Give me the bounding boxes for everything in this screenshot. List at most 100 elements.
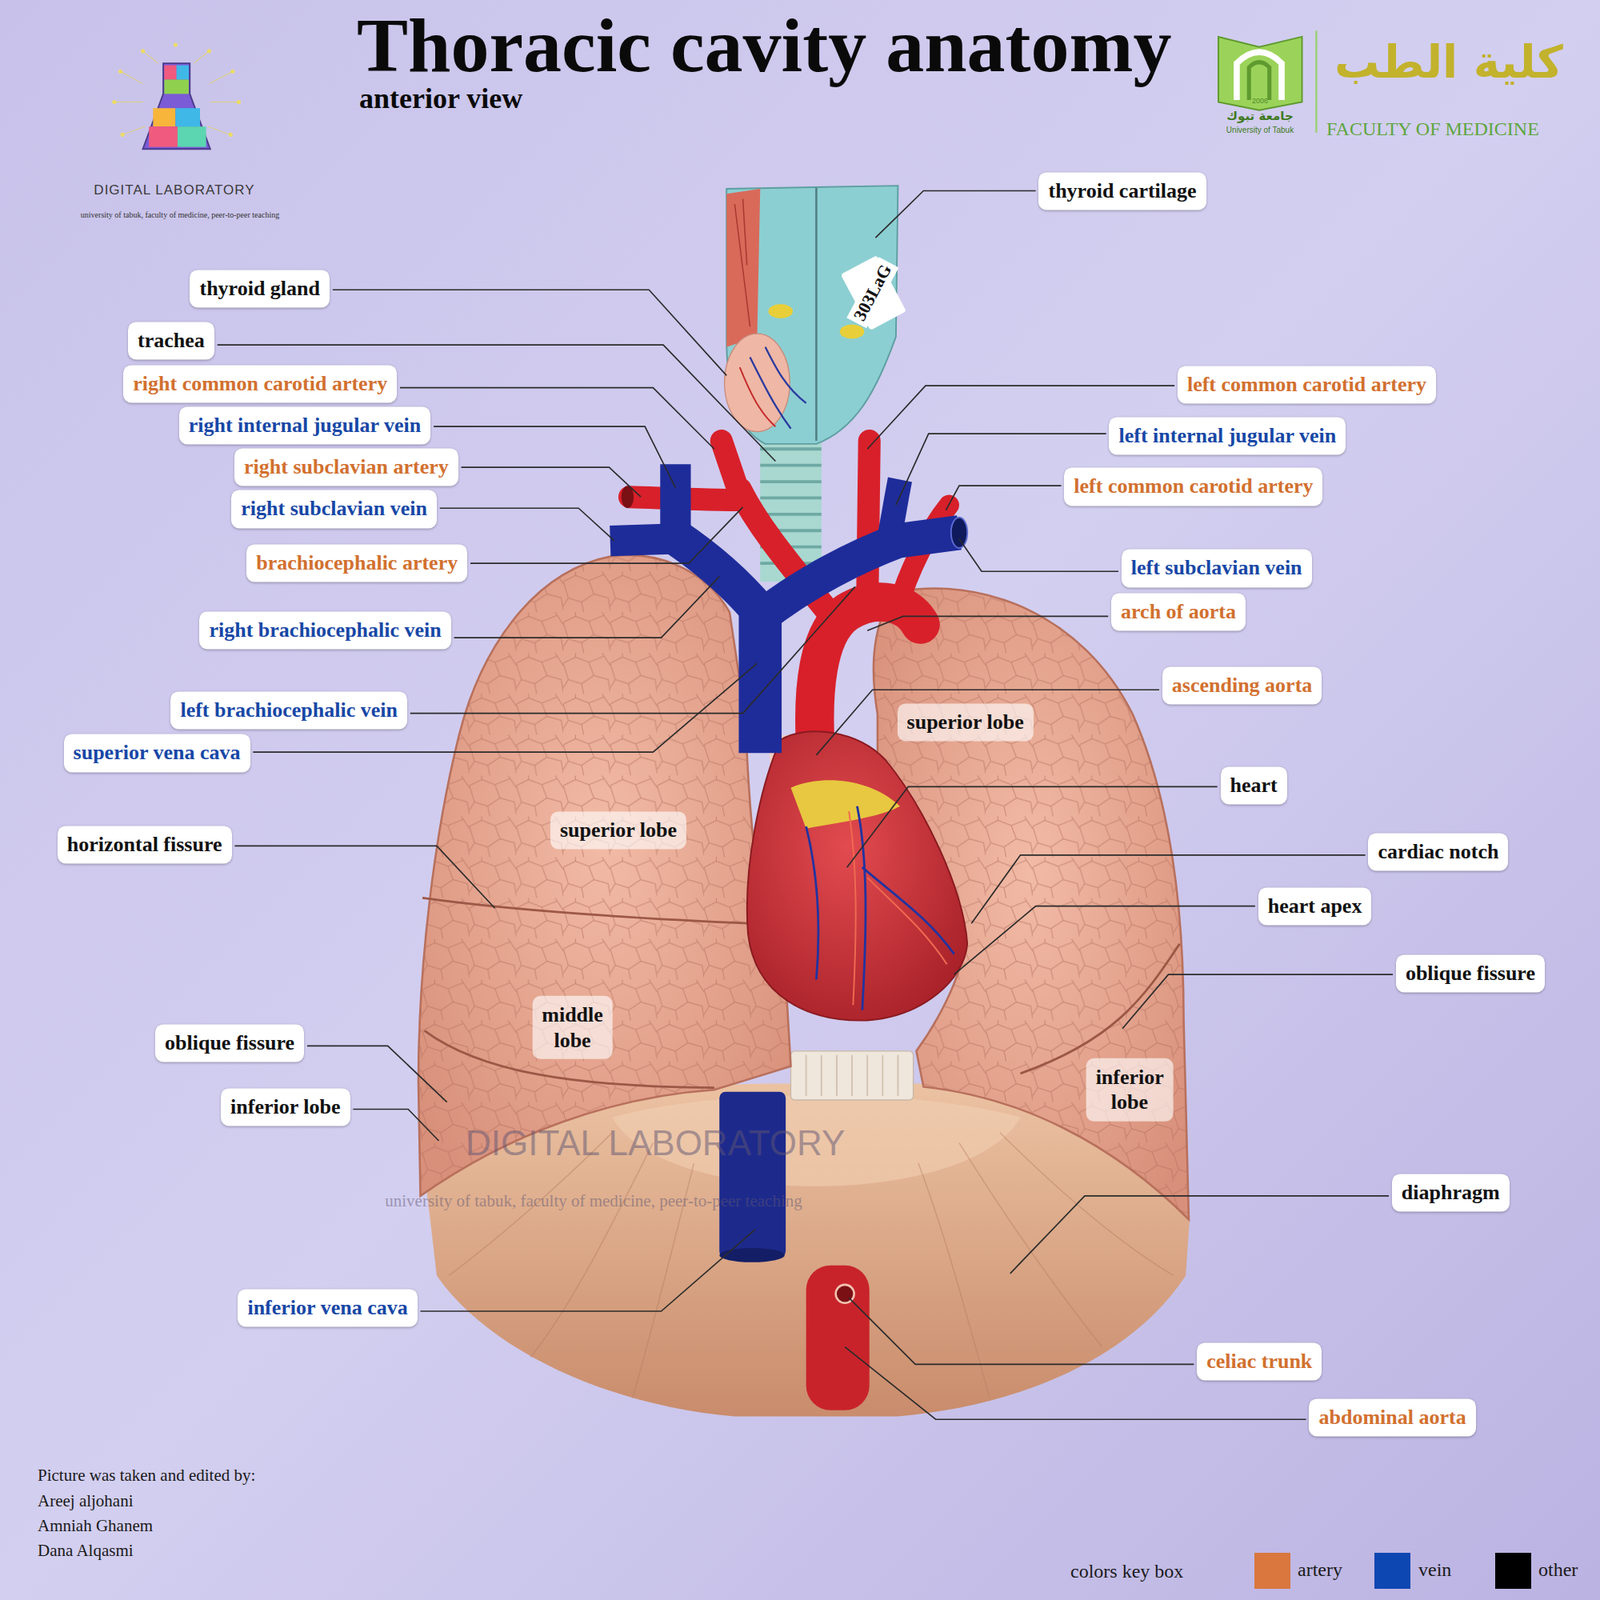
anatomy-label-box: oblique fissure [155, 1024, 304, 1062]
flask-logo-part [148, 126, 178, 148]
university-name: University of Tabuk [1226, 125, 1294, 136]
leader-lines-part [470, 507, 744, 564]
anatomy-label-box: diaphragm [1392, 1173, 1510, 1212]
heart-part-part [856, 806, 866, 1011]
larynx-trachea-part [840, 324, 865, 340]
larynx-trachea-part-part [760, 464, 822, 468]
great-veins-part [760, 532, 960, 618]
label-text: superior lobe [560, 818, 677, 844]
label-text: thyroid cartilage [1048, 178, 1196, 204]
leader-lines-part [352, 1108, 439, 1141]
leader-lines-part [400, 388, 715, 450]
label-text: left brachiocephalic vein [180, 697, 398, 723]
larynx-trachea-part-part [760, 447, 822, 451]
heart-part [806, 806, 955, 1011]
label-text: middle lobe [541, 1002, 604, 1052]
larynx-trachea-part-part [760, 496, 822, 500]
larynx-trachea-part [750, 347, 807, 429]
heart-part [791, 780, 900, 829]
heart-part-part [848, 811, 856, 1005]
anatomy-label-box: left subclavian vein [1121, 549, 1312, 588]
anatomy-label-box: trachea [128, 321, 215, 360]
flask-logo-part [164, 65, 176, 80]
heart-part-part [867, 877, 947, 964]
diaphragm-part-part [836, 1055, 838, 1096]
great-arteries-part [721, 440, 740, 496]
label-text: arch of aorta [1120, 600, 1236, 625]
anatomy-label-box: inferior vena cava [237, 1289, 417, 1328]
right-lung [418, 555, 792, 1196]
model-code: 303LaG [846, 256, 899, 328]
faculty-name-arabic: كلية الطب [1334, 35, 1564, 89]
label-text: left common carotid artery [1073, 474, 1313, 500]
flask-logo-part [175, 108, 200, 127]
label-text: celiac trunk [1206, 1348, 1312, 1374]
anatomy-label-box: celiac trunk [1196, 1342, 1322, 1380]
anatomy-label-box: ascending aorta [1162, 667, 1323, 705]
label-text: right common carotid artery [132, 371, 388, 396]
anatomy-label-box: right subclavian artery [234, 448, 459, 487]
leader-lines-part [945, 485, 1061, 511]
label-text: diaphragm [1401, 1180, 1500, 1205]
anatomy-label-box: superior vena cava [64, 734, 251, 772]
great-arteries-part [867, 440, 870, 603]
leader-lines-part [234, 845, 495, 908]
thorax-illustration-part [951, 517, 968, 548]
leader-lines-part [332, 289, 727, 376]
watermark: university of tabuk, faculty of medicine… [384, 1191, 802, 1212]
anatomy-label-box: oblique fissure [1396, 954, 1545, 992]
watermark: DIGITAL LABORATORY [465, 1122, 845, 1165]
anatomy-label-box: left common carotid artery [1064, 468, 1323, 506]
anatomy-label-box: right internal jugular vein [179, 406, 432, 444]
label-text: oblique fissure [1405, 960, 1536, 986]
leader-lines-part [440, 508, 615, 541]
larynx-trachea-part-part [760, 480, 822, 484]
anatomy-label-box: heart apex [1258, 887, 1372, 925]
label-text: thyroid gland [199, 276, 320, 301]
left-lung-part [1020, 944, 1180, 1074]
university-logo [1218, 30, 1316, 133]
leader-lines-part [867, 616, 1108, 631]
flask-logo-part-part [230, 69, 235, 74]
subtitle: anterior view [359, 81, 523, 116]
label-text: abdominal aorta [1318, 1404, 1466, 1430]
legend-text: vein [1418, 1558, 1452, 1582]
anatomy-label-box: thyroid cartilage [1038, 172, 1206, 210]
label-text: inferior lobe [230, 1094, 340, 1120]
label-text: brachiocephalic artery [256, 550, 458, 576]
right-lung-part [422, 897, 753, 924]
legend-swatch [1254, 1552, 1291, 1589]
leader-lines-part [454, 576, 720, 639]
label-text: right subclavian vein [240, 496, 428, 522]
diaphragm-part-part [918, 1163, 990, 1398]
label-text: right brachiocephalic vein [208, 618, 441, 644]
leader-lines-part [848, 1297, 1194, 1364]
heart-part [848, 811, 947, 1005]
label-text: cardiac notch [1377, 839, 1499, 864]
leader-lines-part [816, 689, 1160, 756]
leader-lines-part [1010, 1196, 1389, 1274]
label-text: inferior vena cava [247, 1296, 408, 1321]
right-lung-part [418, 555, 792, 1196]
label-text: horizontal fissure [67, 832, 223, 858]
label-text: ascending aorta [1172, 673, 1313, 699]
larynx-trachea-part [740, 367, 776, 427]
anatomy-label-box: left common carotid artery [1177, 365, 1436, 404]
leader-lines-part [420, 1229, 756, 1312]
label-text: trachea [137, 328, 205, 353]
right-lung-part [418, 555, 792, 1196]
legend-swatch [1374, 1552, 1411, 1589]
flask-logo-part [152, 108, 176, 127]
leader-lines-part [461, 467, 641, 497]
diaphragm-part [806, 1055, 899, 1096]
great-veins-part [888, 479, 900, 546]
anatomy-label-box: arch of aorta [1111, 593, 1246, 632]
label-text: right subclavian artery [244, 455, 449, 480]
diaphragm-part-part [805, 1055, 808, 1096]
label-text: heart [1230, 773, 1278, 799]
flask-logo-part-part [228, 132, 233, 137]
legend-swatch [1495, 1552, 1532, 1589]
credit-text: Picture was taken and edited by: [37, 1465, 256, 1486]
university-logo-part [1315, 30, 1318, 133]
